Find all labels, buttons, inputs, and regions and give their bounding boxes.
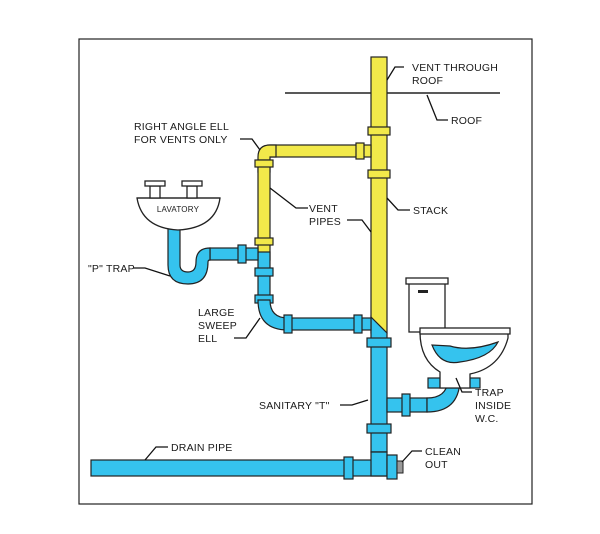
label-right-angle-ell-1: RIGHT ANGLE ELL — [134, 121, 229, 133]
leader-large-sweep — [234, 317, 261, 339]
leader-lines — [133, 66, 472, 463]
faucet-handle-right — [186, 185, 198, 199]
label-sanitary-t: SANITARY "T" — [259, 400, 330, 412]
leader-p-trap — [133, 267, 171, 277]
label-stack: STACK — [413, 205, 448, 217]
drain-system — [90, 227, 481, 480]
wc-seat — [419, 327, 511, 335]
lavatory-waste-arm — [209, 247, 259, 261]
lavatory-label: LAVATORY — [157, 205, 200, 214]
label-vent-through-roof-2: ROOF — [412, 75, 443, 87]
leader-vent-through-roof — [386, 66, 404, 81]
label-right-angle-ell-2: FOR VENTS ONLY — [134, 134, 228, 146]
lavatory-basin — [136, 197, 221, 231]
leader-trap-inside-wc — [455, 377, 472, 393]
main-drain-pipe — [90, 459, 388, 477]
branch-collar — [401, 393, 411, 417]
leader-stack — [386, 197, 410, 211]
wc-tank — [408, 281, 446, 333]
stack-vent-section — [370, 56, 388, 334]
label-clean-out-2: OUT — [425, 459, 448, 471]
label-vent-pipes-1: VENT — [309, 203, 338, 215]
leader-right-angle-ell — [240, 138, 261, 151]
clean-out-fitting — [386, 454, 398, 480]
wc-tank-lid — [405, 277, 449, 285]
label-clean-out-1: CLEAN — [425, 446, 461, 458]
drain-collar — [343, 456, 354, 480]
label-p-trap: "P" TRAP — [88, 263, 135, 275]
label-large-sweep-1: LARGE — [198, 307, 235, 319]
leader-drain-pipe — [144, 446, 168, 461]
label-drain-pipe: DRAIN PIPE — [171, 442, 233, 454]
faucet-handle-left-top — [144, 180, 166, 187]
stack-collar — [366, 337, 392, 348]
clean-out-cap — [396, 460, 404, 474]
label-roof: ROOF — [451, 115, 482, 127]
label-large-sweep-2: SWEEP — [198, 320, 237, 332]
lavatory-fixture: LAVATORY — [136, 180, 221, 231]
label-trap-inside-3: W.C. — [475, 413, 499, 425]
stack-base-ell — [370, 451, 388, 477]
branch-collar — [254, 267, 274, 277]
branch-collar — [353, 314, 363, 334]
stack-collar — [366, 423, 392, 434]
wc-flush-handle — [418, 290, 428, 293]
label-vent-pipes-2: PIPES — [309, 216, 341, 228]
leader-roof — [426, 94, 448, 121]
branch-collar — [283, 314, 293, 334]
wc-trap-water — [431, 340, 500, 364]
stack-collar — [367, 169, 391, 179]
branch-collar — [237, 244, 247, 264]
label-large-sweep-3: ELL — [198, 333, 217, 345]
callout-labels: VENT THROUGH ROOF ROOF RIGHT ANGLE ELL F… — [88, 62, 511, 471]
stack-collar — [367, 126, 391, 136]
label-trap-inside-2: INSIDE — [475, 400, 511, 412]
faucet-handle-right-top — [181, 180, 203, 187]
label-trap-inside-1: TRAP — [475, 387, 504, 399]
vent-system — [254, 56, 391, 334]
vent-collar — [254, 159, 274, 168]
diagram-frame — [78, 38, 533, 505]
leader-vent-pipes-1 — [269, 187, 308, 209]
leader-vent-pipes-2 — [347, 219, 372, 233]
label-vent-through-roof-1: VENT THROUGH — [412, 62, 498, 74]
leader-clean-out — [401, 450, 422, 463]
vent-collar — [254, 237, 274, 246]
faucet-handle-left — [149, 185, 161, 199]
vent-collar — [355, 142, 365, 160]
water-closet-fixture — [405, 277, 511, 389]
leader-sanitary-t — [340, 399, 369, 406]
p-trap — [167, 227, 211, 285]
